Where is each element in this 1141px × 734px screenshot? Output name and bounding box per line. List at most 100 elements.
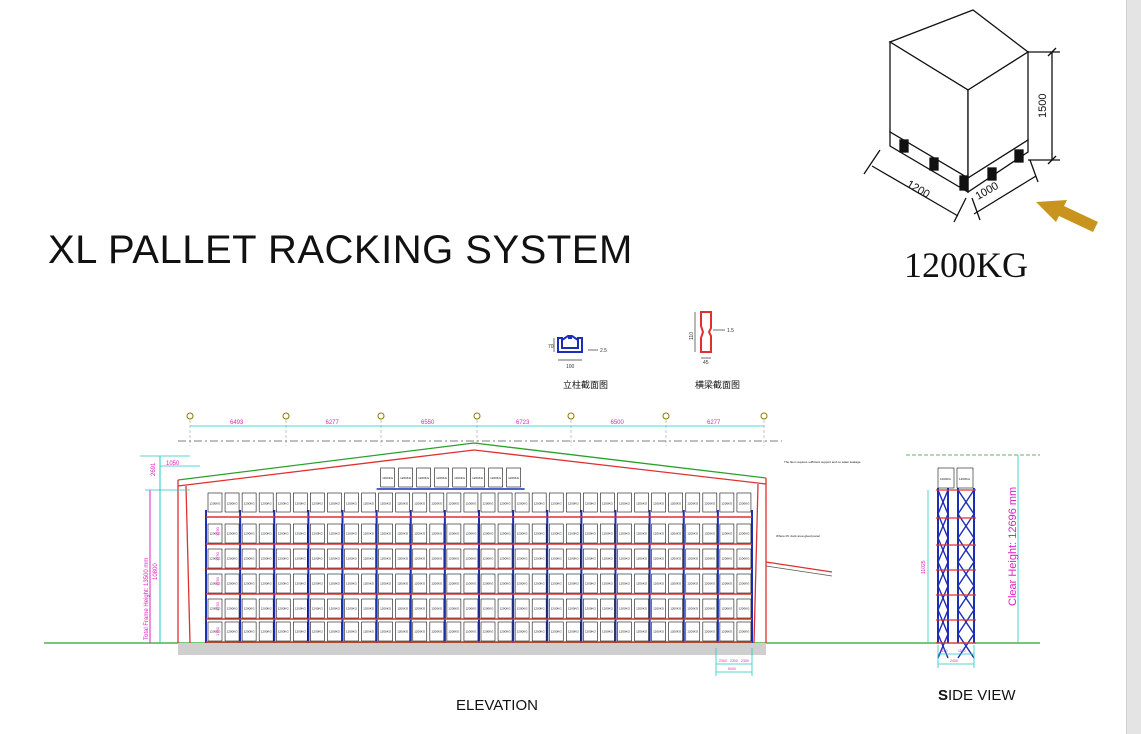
pallet-load-label: 1200KG (312, 557, 324, 561)
side-view-caption: SIDE VIEW (938, 687, 1016, 704)
pallet-box (293, 492, 308, 513)
pallet-box (241, 492, 257, 513)
pallet-box (548, 573, 564, 594)
level-dimension: 1750 (215, 626, 220, 636)
pallet-load-label: 1200KG (568, 582, 580, 586)
pallet-load-label: 1200KG (619, 607, 631, 611)
pallet-box (702, 573, 718, 594)
pallet-load-label: 1200KG (585, 582, 597, 586)
pallet-load-label: 1200KG (431, 630, 443, 634)
pallet-load-label: 1200KG (414, 607, 426, 611)
side-brace (937, 609, 949, 635)
pallet-box (719, 492, 735, 513)
span-dimension-value: 6493 (230, 420, 244, 426)
pallet-box (452, 467, 467, 488)
pallet-load-label: 1200KG (448, 630, 460, 634)
pallet-load-label: 1200KG (431, 557, 443, 561)
pallet-box (224, 573, 240, 594)
pallet-load-label: 1200KG (721, 557, 733, 561)
pallet-box (344, 548, 359, 569)
pallet-load-label: 1200KG (500, 630, 512, 634)
pallet-load-label: 1200KG (278, 582, 290, 586)
pallet-load-label: 1200KG (465, 557, 477, 561)
pallet-load-label: 1200KG (414, 630, 426, 634)
pallet-load-label: 1200KG (653, 582, 665, 586)
pallet-box (531, 523, 547, 544)
grid-axis-marker (473, 412, 481, 420)
pallet-load-label: 1200KG (568, 532, 580, 536)
pallet-load-label: 1200KG (465, 582, 477, 586)
beam-section-diagram: 110 45 1.5 (689, 311, 734, 366)
left-height-label: Total Frame Height: 13500 mm (144, 558, 150, 640)
span-dimension-value: 6723 (516, 420, 530, 426)
pallet-box (480, 621, 496, 642)
pallet-load-label: 1200KG (363, 582, 375, 586)
pallet-load-label: 1200KG (534, 582, 546, 586)
vertical-scrollbar[interactable] (1126, 0, 1141, 734)
column-h: 70 (548, 344, 554, 350)
pallet-box (583, 523, 598, 544)
pallet-box (736, 492, 752, 513)
pallet-box (361, 523, 376, 544)
pallet-box (412, 598, 428, 619)
pallet-load-label: 1200KG (602, 630, 614, 634)
pallet-load-label: 1200KG (210, 502, 222, 506)
pallet-box (531, 548, 547, 569)
pallet-box (310, 548, 325, 569)
pallet-load-label: 1200KG (551, 557, 563, 561)
pallet-load-label: 1200KG (244, 607, 256, 611)
pallet-load-label: 1200KG (585, 557, 597, 561)
dim-height-label: 1500 (1037, 94, 1049, 118)
pallet-box (685, 621, 701, 642)
side-pallet-label: 1200KG (940, 477, 952, 481)
pallet-load-label: 1200KG (380, 630, 392, 634)
pallet-load-label: 1200KG (534, 557, 546, 561)
pallet-box (651, 598, 666, 619)
pallet-load-label: 1200KG (602, 532, 614, 536)
bottom-dimension: 2300 (730, 659, 738, 663)
pallet-box (514, 621, 530, 642)
pallet-box (446, 621, 462, 642)
side-pallet-box (937, 467, 955, 489)
pallet-box (617, 598, 632, 619)
pallet-load-label: 1200KG (653, 532, 665, 536)
pallet-load-label: 1200KG (551, 607, 563, 611)
pallet-load-label: 1200KG (261, 502, 273, 506)
pallet-box (429, 621, 445, 642)
pallet-box (412, 573, 428, 594)
pallet-load-label: 1200KG (687, 557, 699, 561)
pallet-box (514, 492, 530, 513)
pallet-box (241, 548, 257, 569)
pallet-load-label: 1200KG (483, 532, 495, 536)
pallet-load-label: 1200KG (295, 582, 307, 586)
pallet-box (617, 621, 632, 642)
pallet-box (429, 523, 445, 544)
pallet-load-label: 1200KG (483, 502, 495, 506)
pallet-box (736, 523, 752, 544)
pallet-load-label: 1200KG (500, 502, 512, 506)
pallet-load-label: 1200KG (397, 557, 409, 561)
pallet-box (241, 598, 257, 619)
pallet-load-label: 1200KG (465, 532, 477, 536)
pallet-box (207, 598, 223, 619)
pallet-box (497, 548, 513, 569)
pallet-box (583, 598, 598, 619)
pallet-load-label: 1200KG (738, 582, 750, 586)
pallet-load-label: 1200KG (329, 532, 341, 536)
pallet-box (344, 573, 359, 594)
pallet-box (685, 548, 701, 569)
pallet-box (361, 492, 376, 513)
pallet-box (395, 621, 410, 642)
pallet-box (548, 548, 564, 569)
side-bottom-dimension: 1100 (940, 649, 948, 653)
pallet-box (327, 621, 342, 642)
pallet-load-label: 1200KG (602, 607, 614, 611)
pallet-load-label: 1200KG (517, 630, 529, 634)
pallet-box (207, 492, 223, 513)
pallet-load-label: 1200KG (500, 532, 512, 536)
pallet-box (293, 523, 308, 544)
pallet-box (207, 573, 223, 594)
side-bottom-total: 2400 (950, 659, 958, 663)
pallet-box (327, 598, 342, 619)
